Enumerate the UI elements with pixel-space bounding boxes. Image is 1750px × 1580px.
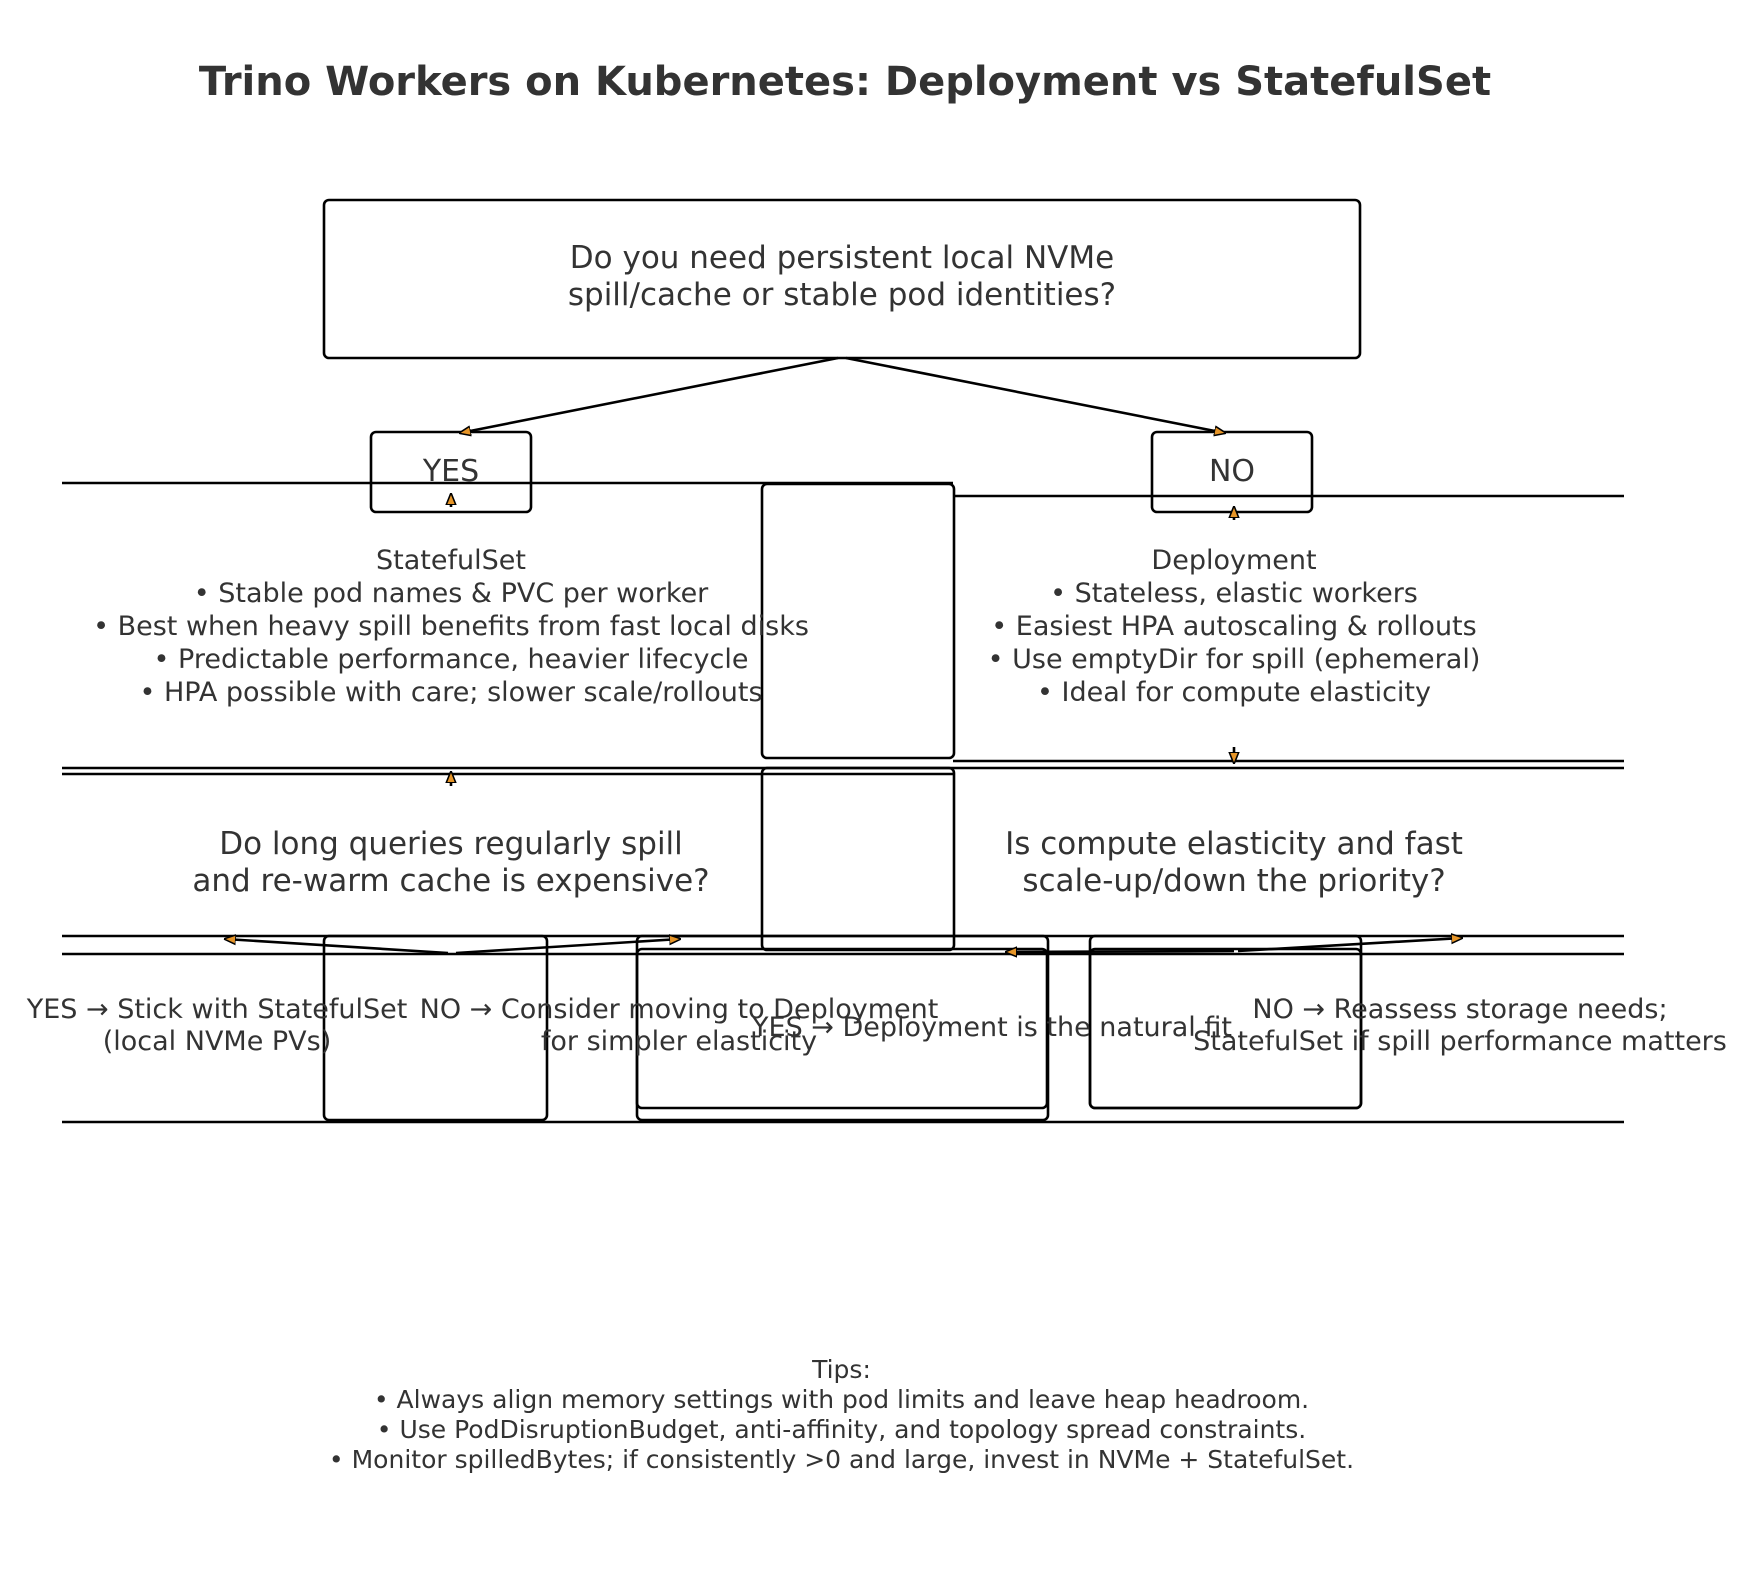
statefulset-card-line-5: • HPA possible with care; slower scale/r… — [139, 677, 763, 708]
tips-block: Tips:• Always align memory settings with… — [0, 1355, 1683, 1475]
tips-block-line-4: • Monitor spilledBytes; if consistently … — [328, 1445, 1355, 1474]
arrow-right-question-to-yes — [1006, 951, 1235, 952]
root-question-line-2: spill/cache or stable pod identities? — [567, 277, 1117, 314]
statefulset-card-line-3: • Best when heavy spill benefits from fa… — [93, 611, 809, 642]
outcome-right-no-line-1: NO → Reassess storage needs; — [1252, 994, 1668, 1025]
outcome-right-no: NO → Reassess storage needs;StatefulSet … — [1180, 994, 1740, 1058]
arrow-root-to-yes — [460, 356, 839, 433]
arrow-left-question-to-yes — [225, 939, 449, 955]
statefulset-card-line-4: • Predictable performance, heavier lifec… — [153, 644, 749, 675]
right-question-line-1: Is compute elasticity and fast — [1005, 826, 1463, 862]
deployment-card-line-3: • Easiest HPA autoscaling & rollouts — [991, 611, 1477, 642]
statefulset-card: StatefulSet• Stable pod names & PVC per … — [51, 544, 851, 709]
statefulset-card-line-2: • Stable pod names & PVC per worker — [193, 578, 709, 609]
deployment-card-line-5: • Ideal for compute elasticity — [1037, 677, 1431, 708]
outcome-left-no-line-2: for simpler elasticity — [540, 1026, 818, 1057]
deployment-card-line-1: Deployment — [1151, 545, 1317, 576]
left-question-line-2: and re-warm cache is expensive? — [192, 863, 710, 900]
no-label: NO — [1208, 454, 1256, 489]
outcome-left-yes: YES → Stick with StatefulSet(local NVMe … — [17, 994, 417, 1058]
statefulset-card-line-1: StatefulSet — [376, 545, 526, 576]
outcome-left-yes-line-2: (local NVMe PVs) — [102, 1026, 332, 1057]
outcome-left-no-line-1: NO → Consider moving to Deployment — [419, 994, 939, 1025]
yes-label: YES — [422, 454, 480, 489]
root-question-line-1: Do you need persistent local NVMe — [569, 240, 1115, 276]
right-question-line-2: scale-up/down the priority? — [1022, 863, 1446, 900]
diagram-title: Trino Workers on Kubernetes: Deployment … — [198, 59, 1492, 105]
tips-block-line-3: • Use PodDisruptionBudget, anti-affinity… — [376, 1415, 1307, 1444]
outcome-left-yes-line-1: YES → Stick with StatefulSet — [26, 994, 408, 1025]
outcome-right-yes: YES → Deployment is the natural fit — [702, 1012, 1282, 1044]
arrow-right-question-to-no — [1237, 938, 1462, 953]
deployment-card-line-4: • Use emptyDir for spill (ephemeral) — [987, 644, 1481, 675]
tips-block-line-1: Tips: — [812, 1355, 871, 1384]
tips-block-line-2: • Always align memory settings with pod … — [373, 1385, 1310, 1414]
arrow-left-question-to-no — [455, 939, 680, 955]
deployment-card: Deployment• Stateless, elastic workers• … — [934, 544, 1534, 709]
deployment-card-line-2: • Stateless, elastic workers — [1050, 578, 1418, 609]
left-question-line-1: Do long queries regularly spill — [219, 826, 683, 862]
outcome-box-far-right-inner — [1088, 947, 1363, 1110]
root-question-box — [322, 198, 1362, 360]
outcome-right-yes-line-1: YES → Deployment is the natural fit — [752, 1012, 1232, 1043]
outcome-right-no-line-2: StatefulSet if spill performance matters — [1193, 1026, 1727, 1057]
yes-label-box — [369, 430, 533, 514]
arrow-root-to-no — [845, 356, 1225, 433]
